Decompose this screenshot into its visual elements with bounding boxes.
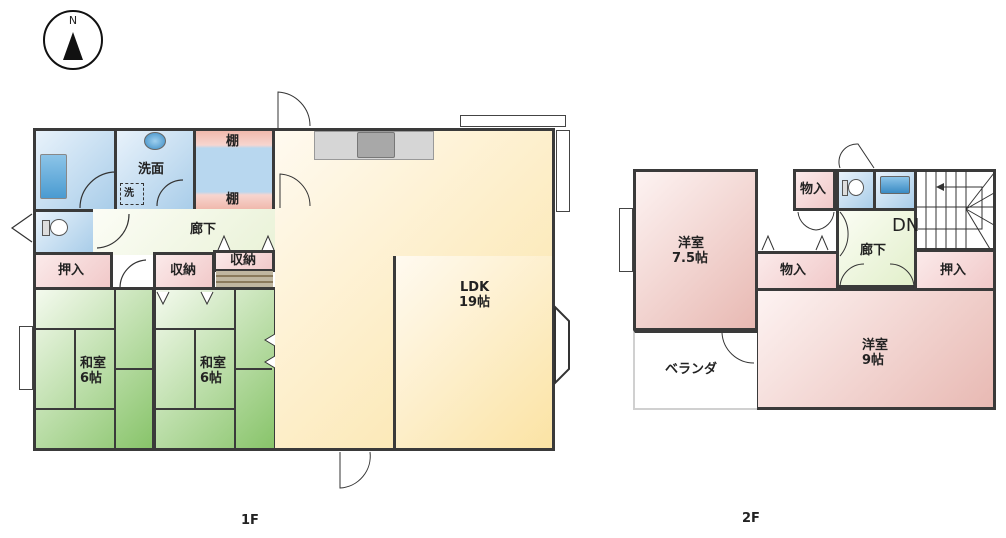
washroom-door-icon xyxy=(156,179,184,207)
oshiire-2f-label: 押入 xyxy=(940,263,967,278)
north-compass: N xyxy=(43,10,103,70)
bay-window-ldk xyxy=(554,304,570,386)
shelf-room xyxy=(193,128,275,212)
washitsu-right-size: 6帖 xyxy=(200,371,223,386)
washitsu-left-name: 和室 xyxy=(80,356,107,371)
floor-2f-label: 2F xyxy=(742,511,760,526)
toilet-bowl-icon xyxy=(50,219,68,236)
ldk-north-door-icon xyxy=(277,91,311,128)
washitsu-left-size: 6帖 xyxy=(80,371,103,386)
closet-top-label: 物入 xyxy=(800,182,827,197)
dn-label: DN xyxy=(892,215,920,236)
washer-label: 洗 xyxy=(124,188,134,199)
ldk-name: LDK xyxy=(460,280,490,295)
washitsu-right-name: 和室 xyxy=(200,356,227,371)
corridor-2f-doors-icon xyxy=(839,211,915,289)
compass-north-label: N xyxy=(68,14,78,27)
toilet-door-icon xyxy=(10,213,33,243)
toilet-2f-bowl-icon xyxy=(848,179,864,196)
north-arrow-icon xyxy=(63,32,83,60)
washitsu-closet-markers xyxy=(156,291,214,306)
toilet-icon xyxy=(42,220,50,236)
ldk-size: 19帖 xyxy=(459,295,491,310)
floor-1f-label: 1F xyxy=(241,513,259,528)
sink-2f-icon xyxy=(880,176,910,194)
window-east-ldk xyxy=(556,130,570,212)
shelf-top-label: 棚 xyxy=(226,134,240,149)
storage-mid xyxy=(213,250,275,272)
western-room-a-size: 7.5帖 xyxy=(672,251,709,266)
veranda-label: ベランダ xyxy=(665,362,718,377)
bathtub-icon xyxy=(40,154,67,199)
ldk-inner-door-icon xyxy=(279,173,311,208)
oshiire-1f-label: 押入 xyxy=(58,263,85,278)
corridor-2f-label: 廊下 xyxy=(860,243,887,258)
washer-space xyxy=(120,183,144,205)
ldk-lower xyxy=(393,256,555,451)
washroom-label: 洗面 xyxy=(138,162,165,177)
closet-mid-markers xyxy=(761,234,829,251)
stair-underside xyxy=(216,271,273,289)
oshiire-door-icon xyxy=(119,259,147,289)
western-room-b-size: 9帖 xyxy=(862,353,885,368)
closet-top xyxy=(793,169,836,211)
kitchen-sink-icon xyxy=(357,132,395,158)
veranda-door-icon xyxy=(721,332,755,364)
storage-left-label: 収納 xyxy=(170,263,197,278)
storage-small-markers xyxy=(264,333,276,369)
closet-mid-label: 物入 xyxy=(780,263,807,278)
corridor-2f xyxy=(836,208,917,288)
window-west-1f xyxy=(19,326,33,390)
toilet-2f-door-icon xyxy=(838,143,875,169)
bath-door-icon xyxy=(79,171,117,209)
closet-door-markers xyxy=(217,234,275,251)
corridor-door-icon xyxy=(96,213,130,249)
veranda xyxy=(633,330,757,410)
shelf-bottom-label: 棚 xyxy=(226,192,240,207)
western-room-7-5 xyxy=(633,169,758,331)
toilet-2f-tank-icon xyxy=(842,180,848,196)
storage-mid-label: 収納 xyxy=(230,253,257,268)
western-room-a-name: 洋室 xyxy=(678,236,705,251)
closet-double-door-icon xyxy=(797,211,835,231)
sink-icon xyxy=(144,132,166,150)
corridor-top-label: 廊下 xyxy=(190,222,217,237)
western-room-9 xyxy=(755,288,996,410)
window-north-ldk xyxy=(460,115,566,127)
stairs-2f-icon xyxy=(916,171,995,250)
western-room-b-name: 洋室 xyxy=(862,338,889,353)
window-west-2f xyxy=(619,208,633,272)
entrance-door-icon xyxy=(339,451,371,489)
